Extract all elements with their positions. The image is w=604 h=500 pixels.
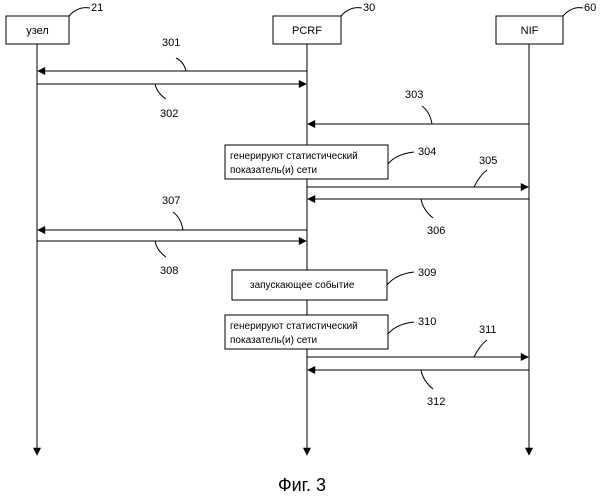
message-301: 301	[38, 37, 307, 71]
entity-pcrf-ref: 30	[363, 2, 375, 14]
message-312-ref: 312	[427, 396, 445, 408]
step-310-ref: 310	[418, 316, 436, 328]
message-306-ref: 306	[427, 225, 445, 237]
step-310-line-2: показатель(и) сети	[230, 335, 317, 346]
figure-caption: Фиг. 3	[278, 475, 326, 495]
entity-pcrf: PCRF 30	[273, 2, 375, 44]
step-310-line-1: генерируют статистический	[230, 321, 358, 332]
step-304-line-2: показатель(и) сети	[230, 165, 317, 176]
message-311-ref: 311	[479, 324, 497, 336]
step-304-line-1: генерируют статистический	[230, 151, 358, 162]
message-308-ref: 308	[160, 265, 178, 277]
entity-node: узел 21	[6, 2, 103, 44]
message-303-ref: 303	[405, 89, 423, 101]
step-309-ref: 309	[418, 267, 436, 279]
message-307: 307	[38, 195, 307, 230]
message-302-ref: 302	[160, 108, 178, 120]
entity-pcrf-label: PCRF	[292, 25, 322, 37]
message-306: 306	[308, 199, 529, 237]
step-310: генерируют статистический показатель(и) …	[225, 315, 436, 349]
message-303: 303	[308, 89, 529, 124]
step-304: генерируют статистический показатель(и) …	[225, 145, 436, 179]
entity-nif-ref: 60	[584, 2, 596, 14]
message-305-ref: 305	[479, 155, 497, 167]
step-309: запускающее событие 309	[232, 267, 436, 300]
message-302: 302	[37, 84, 306, 120]
message-312: 312	[308, 370, 529, 408]
entity-nif-label: NIF	[521, 25, 539, 37]
entity-nif: NIF 60	[496, 2, 596, 44]
step-304-ref: 304	[418, 146, 436, 158]
step-309-line-1: запускающее событие	[250, 279, 355, 291]
message-301-ref: 301	[162, 37, 180, 49]
message-307-ref: 307	[162, 195, 180, 207]
entity-node-ref: 21	[91, 2, 103, 14]
entity-node-label: узел	[26, 25, 49, 37]
